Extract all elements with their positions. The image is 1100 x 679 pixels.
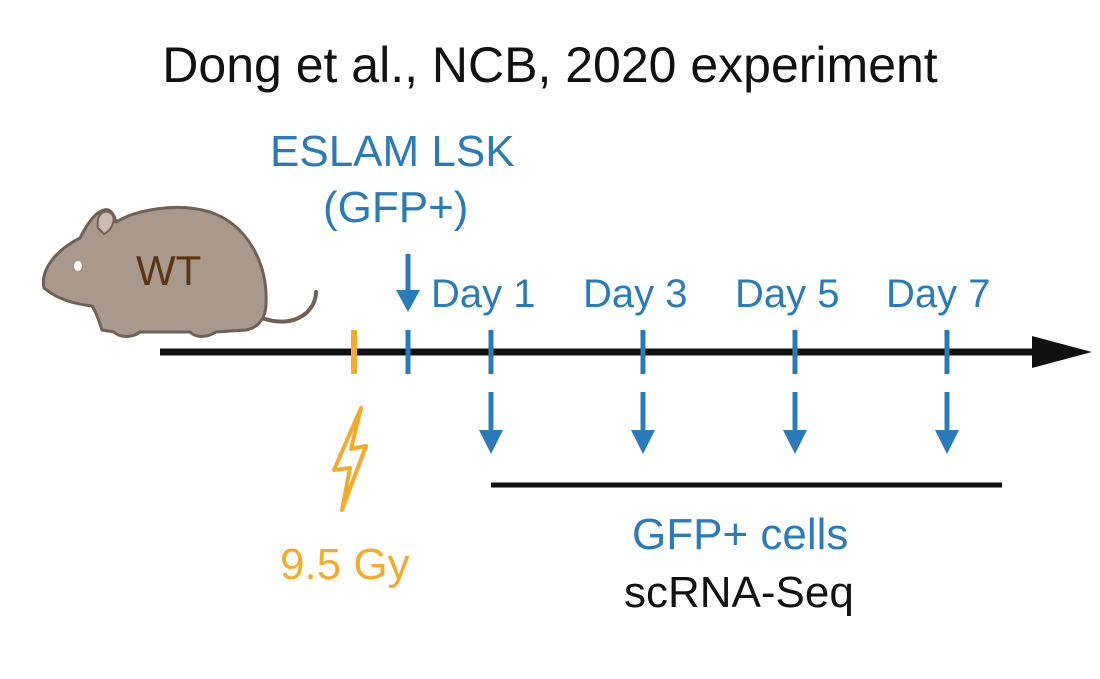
day3-label: Day 3 xyxy=(583,272,688,316)
mouse-tail xyxy=(260,290,318,324)
mouse-ear xyxy=(96,210,115,236)
timeline-arrowhead xyxy=(1032,336,1092,368)
day7-sample-arrow xyxy=(935,392,959,454)
day1-sample-arrow xyxy=(479,392,503,454)
page-title: Dong et al., NCB, 2020 experiment xyxy=(162,37,938,93)
day5-label: Day 5 xyxy=(735,272,840,316)
mouse-eye xyxy=(74,261,82,271)
irradiation-dose-label: 9.5 Gy xyxy=(280,540,410,589)
lightning-bolt-icon xyxy=(332,406,368,512)
mouse-body xyxy=(41,205,268,338)
donor-cells-sublabel: (GFP+) xyxy=(323,183,469,232)
day3-sample-arrow xyxy=(631,392,655,454)
transplant-arrow xyxy=(396,254,420,312)
day7-label: Day 7 xyxy=(886,272,991,316)
donor-cells-label: ESLAM LSK xyxy=(270,127,515,176)
mouse-genotype-label: WT xyxy=(136,247,202,294)
mouse-icon xyxy=(41,205,318,338)
day5-sample-arrow xyxy=(783,392,807,454)
day1-label: Day 1 xyxy=(431,272,536,316)
readout-method-label: scRNA-Seq xyxy=(624,568,854,617)
readout-cells-label: GFP+ cells xyxy=(632,510,849,559)
